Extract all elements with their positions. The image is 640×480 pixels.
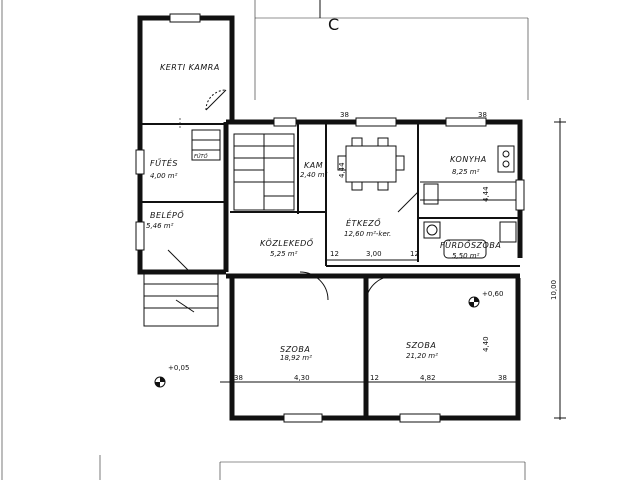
reference-lines [1,0,529,480]
dim-room-height: 4,40 [482,336,490,352]
dim-room-left-width: 4,30 [294,374,310,382]
room-area-corridor: 5,25 m² [270,250,298,258]
furniture [337,137,517,259]
room-label-bathroom: FÜRDŐSZOBA [440,240,501,250]
room-label-corridor: KÖZLEKEDŐ [260,238,314,248]
room-area-room-left: 18,92 m² [280,354,312,362]
room-label-pantry: KAM [304,161,323,170]
dimension-lines [179,118,566,420]
dim-room-right-width: 4,82 [420,374,436,382]
room-area-heating: 4,00 m² [150,172,178,180]
level-label-outside: +0,05 [168,364,189,372]
windows [135,13,525,423]
dim-corridor-width: 3,00 [366,250,382,258]
room-area-dining: 12,60 m²-ker. [344,230,391,238]
room-label-room-left: SZOBA [280,345,310,354]
room-label-dining: ÉTKEZŐ [346,217,381,228]
room-label-heating: FŰTÉS [150,157,178,168]
dim-bottom-mid: 12 [370,374,379,382]
room-label-room-right: SZOBA [406,341,436,350]
room-label-kitchen: KONYHA [450,155,487,164]
dim-overall-height: 10,00 [550,280,558,300]
dim-dining-height: 4,44 [338,162,346,178]
dim-corridor-right: 12 [410,250,419,258]
room-label-garden-storage: KERTI KAMRA [160,63,220,72]
dim-kitchen-height: 4,44 [482,186,490,202]
level-label-inside: +0,60 [482,290,503,298]
level-markers [154,296,480,388]
room-area-kitchen: 8,25 m² [452,168,480,176]
door-swings [167,89,419,301]
staircase [191,129,295,211]
dim-bottom-right: 38 [498,374,507,382]
room-label-entrance: BELÉPŐ [150,209,184,220]
section-marker: C [328,15,339,34]
room-area-room-right: 21,20 m² [406,352,438,360]
dim-wall-top-left: 38 [340,111,349,119]
entrance-steps [143,273,219,327]
room-area-pantry: 2,40 m² [300,171,328,179]
dim-wall-top-right: 38 [478,111,487,119]
dim-corridor-left: 12 [330,250,339,258]
room-area-bathroom: 5,50 m² [452,252,480,260]
room-note-heating: FŰTŐ [194,153,208,160]
dim-bottom-left: 38 [234,374,243,382]
room-area-entrance: 5,46 m² [146,222,174,230]
